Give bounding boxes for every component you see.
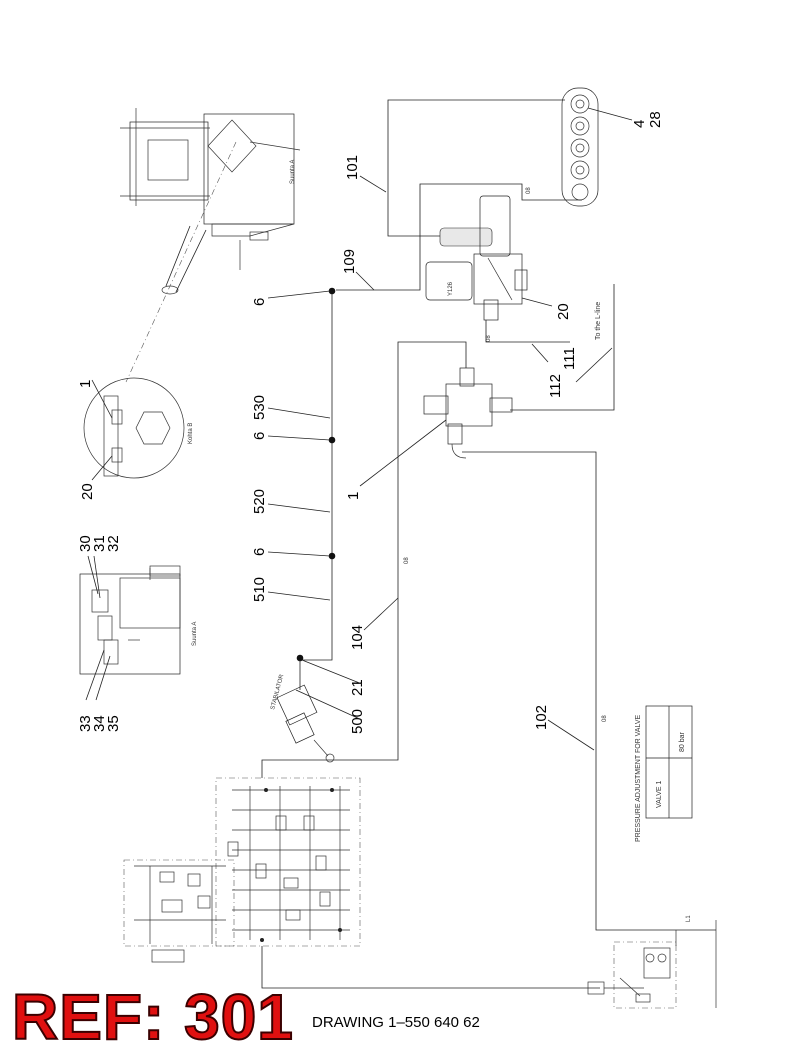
relief-valve [423, 367, 513, 459]
callout-6: 6 [251, 548, 268, 556]
solenoid-valve-block [425, 195, 528, 321]
machine-view-top [120, 108, 295, 295]
svg-text:08: 08 [486, 335, 492, 342]
callout-112: 112 [547, 374, 564, 398]
stabilator-label: STABILATOR [270, 673, 285, 710]
solenoid-label: Y126 [448, 281, 454, 296]
detail-label-b: Kohta B [188, 423, 194, 444]
callout-510: 510 [251, 577, 268, 602]
callout-31: 31 [91, 535, 108, 552]
l1-label: L1 [686, 915, 692, 922]
callout-520: 520 [251, 489, 268, 514]
callout-109: 109 [341, 249, 358, 274]
valve-pressure: 80 bar [679, 731, 686, 752]
detail-b [83, 377, 185, 479]
gauge-panel [561, 87, 599, 207]
pressure-table [645, 705, 693, 819]
callout-20: 20 [555, 303, 572, 320]
callout-6: 6 [251, 432, 268, 440]
svg-text:08: 08 [404, 557, 410, 564]
callout-102: 102 [533, 705, 550, 730]
callout-1: 1 [77, 380, 94, 388]
callout-35: 35 [105, 715, 122, 732]
callout-28: 28 [647, 111, 664, 128]
stabilator-valve [276, 660, 335, 763]
callout-101: 101 [344, 155, 361, 180]
callout-32: 32 [105, 535, 122, 552]
drawing-number: DRAWING 1–550 640 62 [312, 1014, 480, 1031]
ref-label: REF: 301 [11, 981, 294, 1053]
valve-name: VALVE 1 [656, 781, 663, 808]
callout-500: 500 [349, 709, 366, 734]
callout-1: 1 [345, 492, 362, 500]
pressure-caption: PRESSURE ADJUSTMENT FOR VALVE [635, 714, 642, 842]
hydraulic-schematic [123, 777, 361, 963]
callout-30: 30 [77, 535, 94, 552]
side-view-a [79, 565, 181, 675]
svg-text:08: 08 [526, 187, 532, 194]
l-line-note: To the L-line [595, 302, 602, 340]
callout-4: 4 [631, 120, 648, 128]
callout-530: 530 [251, 395, 268, 420]
callout-104: 104 [349, 625, 366, 650]
callout-20: 20 [79, 483, 96, 500]
pump-unit [587, 920, 717, 1009]
callout-111: 111 [561, 347, 578, 370]
callout-33: 33 [77, 715, 94, 732]
callout-6: 6 [251, 298, 268, 306]
view-label-a-top: Suunta A [290, 160, 296, 184]
callout-34: 34 [91, 715, 108, 732]
svg-text:08: 08 [602, 715, 608, 722]
view-label-a-mid: Suunta A [192, 622, 198, 646]
